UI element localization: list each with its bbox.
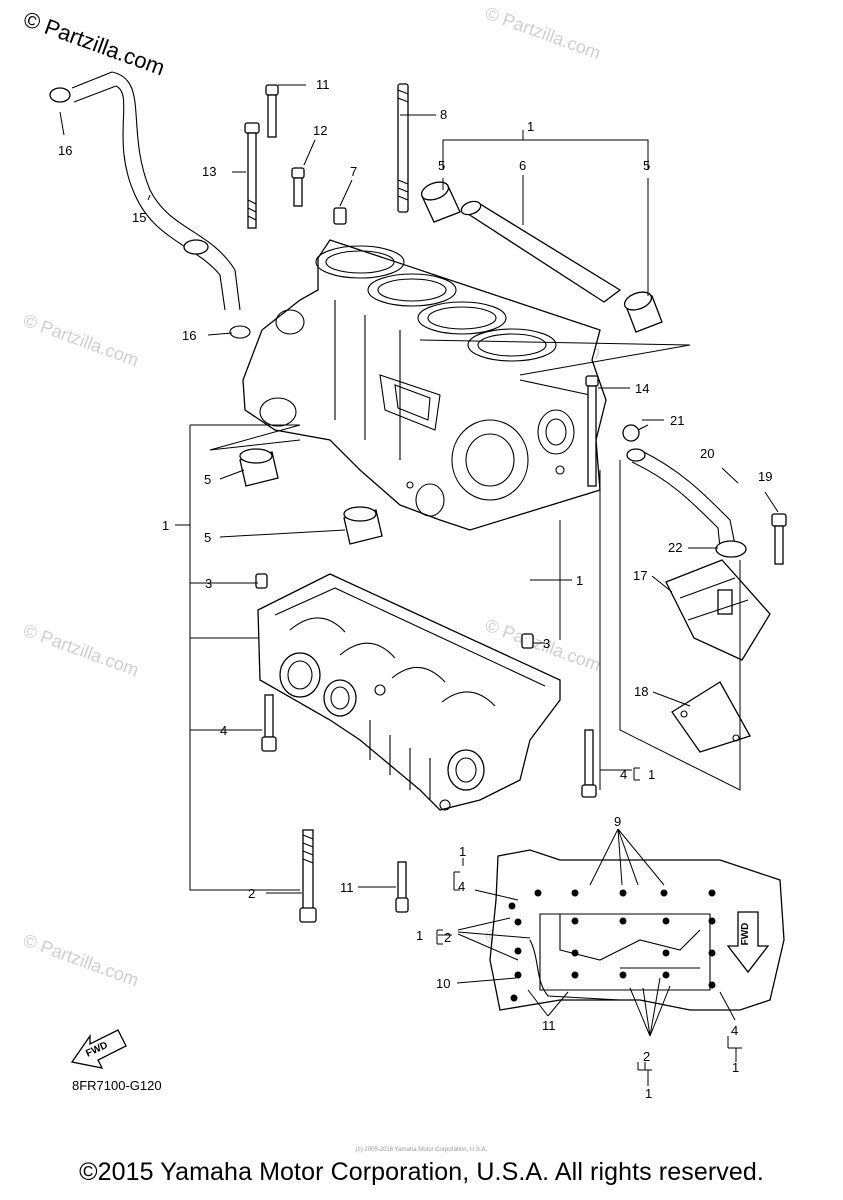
gasket bbox=[671, 681, 751, 753]
callout-11: 11 bbox=[340, 880, 354, 895]
callout-9: 9 bbox=[614, 814, 621, 829]
breather-hose bbox=[49, 71, 251, 339]
stud-bolt bbox=[397, 83, 409, 213]
callout-11: 11 bbox=[542, 1018, 556, 1033]
callout-4: 4 bbox=[220, 723, 227, 738]
fwd-arrow-icon: FWD bbox=[70, 1029, 127, 1069]
callout-4: 4 bbox=[620, 767, 627, 782]
callout-3: 3 bbox=[205, 576, 212, 591]
callout-20: 20 bbox=[700, 446, 714, 461]
collar-pipe bbox=[460, 200, 622, 303]
damper bbox=[623, 291, 663, 333]
callout-1: 1 bbox=[527, 119, 534, 134]
callout-11: 11 bbox=[316, 77, 330, 92]
bolt bbox=[265, 84, 279, 138]
callout-21: 21 bbox=[670, 413, 684, 428]
callout-3: 3 bbox=[543, 636, 550, 651]
callout-1: 1 bbox=[459, 844, 466, 859]
dowel-pin bbox=[521, 633, 534, 649]
bolt bbox=[291, 167, 305, 207]
fine-print: (c) 2005-2016 Yamaha Motor Corporation, … bbox=[355, 1147, 488, 1153]
bolt bbox=[299, 829, 317, 923]
leader-lines bbox=[59, 84, 779, 1086]
callout-4: 4 bbox=[731, 1023, 738, 1038]
breather-hose-2 bbox=[626, 448, 736, 549]
damper bbox=[239, 448, 279, 487]
damper bbox=[343, 506, 383, 545]
callout-1: 1 bbox=[648, 767, 655, 782]
watermark: © Partzilla.com bbox=[21, 930, 142, 990]
breather-cover bbox=[665, 559, 771, 661]
callout-14: 14 bbox=[635, 381, 649, 396]
bolt bbox=[771, 513, 787, 565]
lower-crankcase bbox=[257, 573, 561, 811]
callout-22: 22 bbox=[668, 540, 682, 555]
callout-6: 6 bbox=[519, 158, 526, 173]
callout-labels: 16 15 11 8 12 13 7 1 5 6 5 16 14 21 20 1… bbox=[58, 77, 772, 1101]
watermark: © Partzilla.com bbox=[21, 310, 142, 370]
callout-16: 16 bbox=[58, 143, 72, 158]
callout-16: 16 bbox=[182, 328, 196, 343]
callout-12: 12 bbox=[313, 123, 327, 138]
bolt-hole-markers bbox=[508, 889, 716, 1002]
damper bbox=[420, 181, 461, 223]
copyright-notice: ©2015 Yamaha Motor Corporation, U.S.A. A… bbox=[79, 1158, 764, 1186]
callout-18: 18 bbox=[634, 684, 648, 699]
bolt bbox=[244, 122, 260, 229]
callout-2: 2 bbox=[248, 886, 255, 901]
callout-2: 2 bbox=[643, 1049, 650, 1064]
fwd-arrow-icon: FWD bbox=[726, 911, 770, 974]
callout-7: 7 bbox=[350, 164, 357, 179]
watermark: © Partzilla.com bbox=[483, 3, 604, 63]
dowel-pin bbox=[333, 207, 347, 225]
upper-crankcase bbox=[242, 239, 607, 531]
callout-2: 2 bbox=[444, 930, 451, 945]
bolt bbox=[581, 729, 597, 798]
hose-clamp bbox=[622, 424, 649, 442]
watermark: © Partzilla.com bbox=[21, 620, 142, 680]
dowel-pin bbox=[255, 573, 268, 589]
callout-1: 1 bbox=[576, 573, 583, 588]
crankcase-bottom-view: FWD bbox=[489, 849, 785, 1011]
callout-5: 5 bbox=[204, 472, 211, 487]
callout-8: 8 bbox=[440, 107, 447, 122]
callout-5: 5 bbox=[204, 530, 211, 545]
callout-5: 5 bbox=[643, 158, 650, 173]
callout-19: 19 bbox=[758, 469, 772, 484]
fwd-label: FWD bbox=[740, 923, 751, 946]
callout-5: 5 bbox=[438, 158, 445, 173]
callout-1: 1 bbox=[162, 518, 169, 533]
callout-1: 1 bbox=[732, 1060, 739, 1075]
bolt bbox=[585, 375, 599, 487]
callout-10: 10 bbox=[436, 976, 450, 991]
bolt bbox=[395, 861, 409, 913]
watermark-main: © Partzilla.com bbox=[20, 6, 168, 80]
bolt bbox=[261, 694, 277, 752]
callout-1: 1 bbox=[416, 928, 423, 943]
callout-4: 4 bbox=[458, 879, 465, 894]
callout-17: 17 bbox=[633, 568, 647, 583]
callout-1: 1 bbox=[645, 1086, 652, 1101]
callout-13: 13 bbox=[202, 164, 216, 179]
callout-15: 15 bbox=[132, 210, 146, 225]
hose-clamp bbox=[715, 540, 747, 558]
diagram-code: 8FR7100-G120 bbox=[72, 1078, 162, 1093]
